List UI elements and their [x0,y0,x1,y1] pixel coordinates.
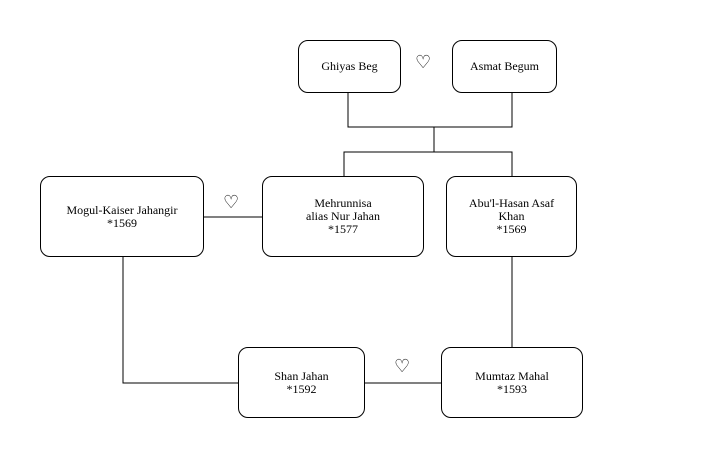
person-asmat-begum: Asmat Begum [452,40,557,93]
person-mumtaz-mahal: Mumtaz Mahal *1593 [441,347,583,418]
person-jahangir: Mogul-Kaiser Jahangir *1569 [40,176,204,257]
connector-jahangir-shahjahan [122,257,238,384]
person-birth-year: *1569 [107,215,137,230]
person-name: Mumtaz Mahal [475,368,549,383]
marriage-heart-icon: ♡ [223,192,240,213]
person-abul-hasan-asaf-khan: Abu'l-Hasan Asaf Khan *1569 [446,176,577,257]
connector-children-bar [343,151,513,176]
connector-parents-union [347,93,513,128]
person-name-line-1: Abu'l-Hasan Asaf [468,196,555,210]
marriage-heart-icon: ♡ [415,52,432,73]
person-name-line-2: Khan [498,209,525,223]
person-name: Asmat Begum [470,59,539,73]
person-name: Mogul-Kaiser Jahangir [66,202,178,217]
person-ghiyas-beg: Ghiyas Beg [298,40,401,93]
person-birth-year: *1592 [286,381,317,396]
person-alias: alias Nur Jahan [306,209,380,223]
person-birth-year: *1593 [497,381,527,396]
person-mehrunnisa: Mehrunnisa alias Nur Jahan *1577 [262,176,424,257]
person-birth-year: *1577 [328,222,358,236]
person-birth-year: *1569 [496,222,527,236]
person-shah-jahan: Shan Jahan *1592 [238,347,365,418]
person-name: Ghiyas Beg [321,59,378,73]
marriage-heart-icon: ♡ [394,356,411,377]
person-name: Mehrunnisa [314,196,372,210]
person-name: Shan Jahan [274,368,329,383]
